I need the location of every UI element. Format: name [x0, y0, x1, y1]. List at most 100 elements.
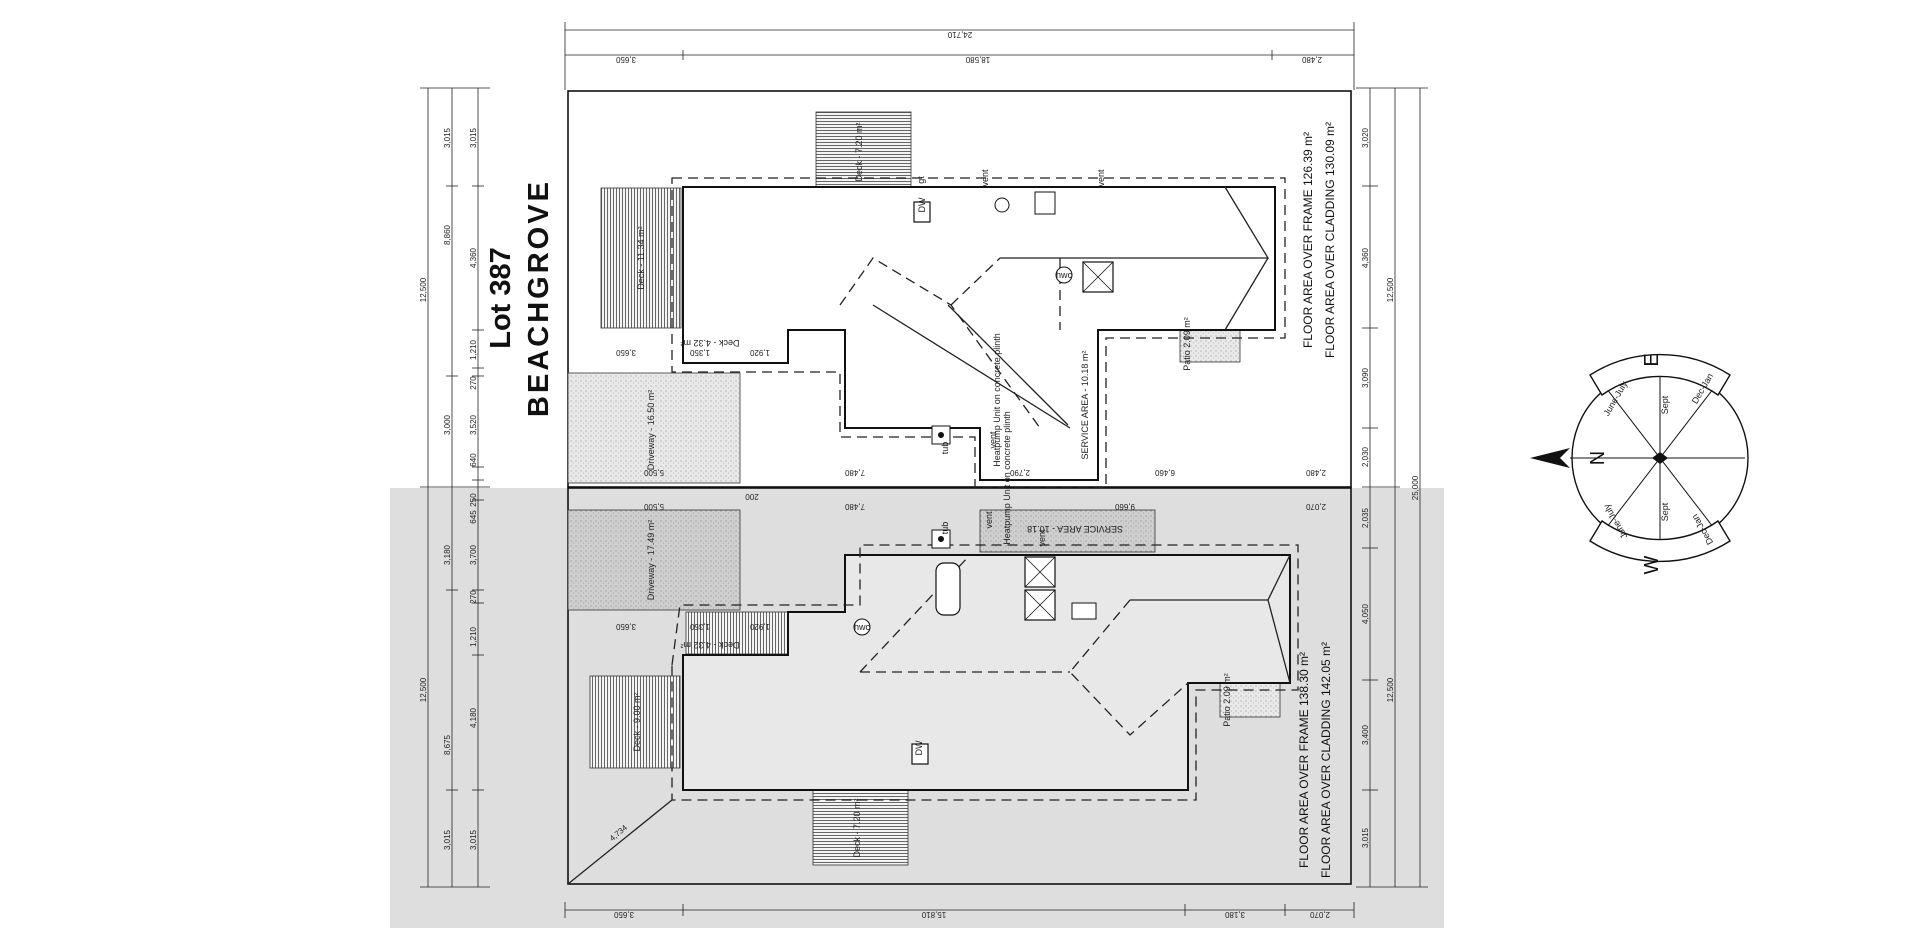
compass-center-icon [1652, 452, 1668, 464]
dim-left-mid-b: 8,860 [443, 224, 452, 245]
right-dimensions [1356, 87, 1428, 888]
upper-kitchen-dw [913, 201, 931, 223]
dim-left-mid-e: 8,675 [443, 734, 452, 755]
lower-deck-bottom [812, 789, 909, 866]
dim-left-mid-f: 3,015 [443, 829, 452, 850]
lower-vent-1: vent [984, 511, 994, 529]
dim-mid-l5: 2,070 [1305, 502, 1326, 511]
lower-area-frame: FLOOR AREA OVER FRAME 138.30 m² [1297, 652, 1311, 868]
upper-deck-top-label: Deck - 7.20 m² [854, 122, 864, 181]
upper-basin [994, 197, 1010, 213]
compass-sept-top: Sept [1660, 395, 1670, 414]
lower-deck-bottom-label: Deck - 7.20 m² [852, 798, 862, 857]
lower-dw-label: DW [914, 740, 924, 755]
dim-bottom-a: 3,650 [613, 910, 634, 919]
upper-eaves [671, 177, 1286, 489]
bottom-dimensions [564, 902, 1355, 918]
lower-tub-label: tub [940, 522, 950, 535]
dim-right-outer: 25,000 [1411, 475, 1420, 500]
upper-dw-label: DW [917, 197, 927, 212]
dim-right-inner-a: 3,020 [1361, 127, 1370, 148]
dim-top-c: 2,480 [1301, 55, 1322, 64]
lower-patio [1219, 682, 1281, 718]
lower-deck-small-label: Deck - 4.32 m² [680, 640, 739, 650]
dim-left-outer-lower: 12,500 [419, 677, 428, 702]
dim-top-overall: 24,710 [947, 30, 972, 39]
dim-top-b: 18,580 [965, 55, 990, 64]
dim-mid-l6: 3,650 [615, 622, 636, 631]
dim-right-inner-b: 4,360 [1361, 247, 1370, 268]
upper-deck-top [815, 111, 912, 188]
dim-top-a: 3,650 [615, 55, 636, 64]
lot-number: Lot 387 [485, 247, 517, 349]
lower-house [567, 509, 1299, 885]
dim-right-inner-e: 2,035 [1361, 507, 1370, 528]
dim-left-inner-j: 270 [469, 590, 478, 604]
upper-deck-left [600, 187, 682, 329]
upper-house-outline [682, 186, 1276, 481]
left-dimensions [420, 87, 490, 888]
dim-right-inner-g: 3,400 [1361, 724, 1370, 745]
north-arrow-icon [1530, 448, 1570, 468]
dim-right-inner-h: 3,015 [1361, 827, 1370, 848]
lot-name: BEACHGROVE [523, 179, 555, 417]
upper-driveway-label: Driveway - 16.50 m² [646, 390, 656, 471]
dim-left-mid-a: 3,015 [443, 127, 452, 148]
upper-driveway [567, 372, 741, 484]
lower-hwc-label: hwc [854, 622, 871, 632]
lower-deck-left-label: Deck - 9.00 m² [632, 692, 642, 751]
upper-area-cladding: FLOOR AREA OVER CLADDING 130.09 m² [1323, 122, 1337, 358]
dim-mid-u3: 1,350 [689, 348, 710, 357]
lower-vent-2: vent [1037, 529, 1047, 547]
lower-deck-small [685, 611, 789, 655]
upper-deck-small-label: Deck - 4.32 m² [680, 338, 739, 348]
dim-left-inner-d: 270 [469, 376, 478, 390]
dim-mid-u6: 2,790 [1009, 468, 1030, 477]
dim-mid-u8: 2,480 [1305, 468, 1326, 477]
upper-toilet-box [1034, 191, 1056, 215]
dim-mid-u1: 3,650 [615, 348, 636, 357]
dim-right-inner-d: 2,030 [1361, 446, 1370, 467]
dim-right-mid-upper: 12,500 [1386, 277, 1395, 302]
compass-sept-bot: Sept [1660, 502, 1670, 521]
compass-n: N [1587, 451, 1609, 465]
lower-driveway [567, 509, 741, 611]
dim-left-inner-f: 640 [469, 453, 478, 467]
lower-patio-label: Patio 2.09 m² [1222, 673, 1232, 727]
lower-deck-left [589, 675, 681, 769]
lower-vanity [1071, 602, 1097, 620]
dim-mid-l1: 5,500 [643, 502, 664, 511]
upper-patio-label: Patio 2.09 m² [1182, 317, 1192, 371]
dim-left-inner-k: 1,210 [469, 626, 478, 647]
dim-mid-u2: 1,920 [749, 348, 770, 357]
lower-eaves [671, 544, 1299, 801]
dim-mid-l8: 1,350 [689, 622, 710, 631]
compass-e: E [1641, 353, 1663, 366]
upper-gt-label: gt [916, 176, 926, 184]
dim-mid-l2: 200 [745, 492, 759, 501]
upper-vent-2: vent [1096, 169, 1106, 187]
dim-mid-l3: 7,480 [844, 502, 865, 511]
dim-left-inner-g: 250 [469, 493, 478, 507]
lower-kitchen-dw [911, 743, 929, 765]
upper-heatpump-label: Heatpump Unit on concrete plinth [992, 333, 1002, 467]
top-dimensions [564, 22, 1355, 90]
lower-area-cladding: FLOOR AREA OVER CLADDING 142.05 m² [1319, 642, 1333, 878]
upper-tub-label: tub [940, 442, 950, 455]
upper-deck-left-label: Deck - 11.34 m² [636, 226, 646, 289]
lower-driveway-label: Driveway - 17.49 m² [646, 520, 656, 601]
lower-lot-boundary [567, 487, 1352, 885]
dim-left-inner-b: 4,360 [469, 247, 478, 268]
dim-right-inner-f: 4,050 [1361, 603, 1370, 624]
dim-bottom-c: 3,180 [1224, 910, 1245, 919]
dim-mid-l7: 1,920 [749, 622, 770, 631]
dim-mid-u5: 7,480 [844, 468, 865, 477]
upper-hwc-label: hwc [1056, 270, 1073, 280]
dim-mid-u7: 6,460 [1154, 468, 1175, 477]
upper-lot-boundary [567, 90, 1352, 488]
dim-left-inner-l: 4,180 [469, 707, 478, 728]
lower-service-label: SERVICE AREA - 10.18 [1027, 524, 1123, 534]
compass-w: W [1641, 555, 1663, 574]
dim-left-inner-h: 645 [469, 510, 478, 524]
